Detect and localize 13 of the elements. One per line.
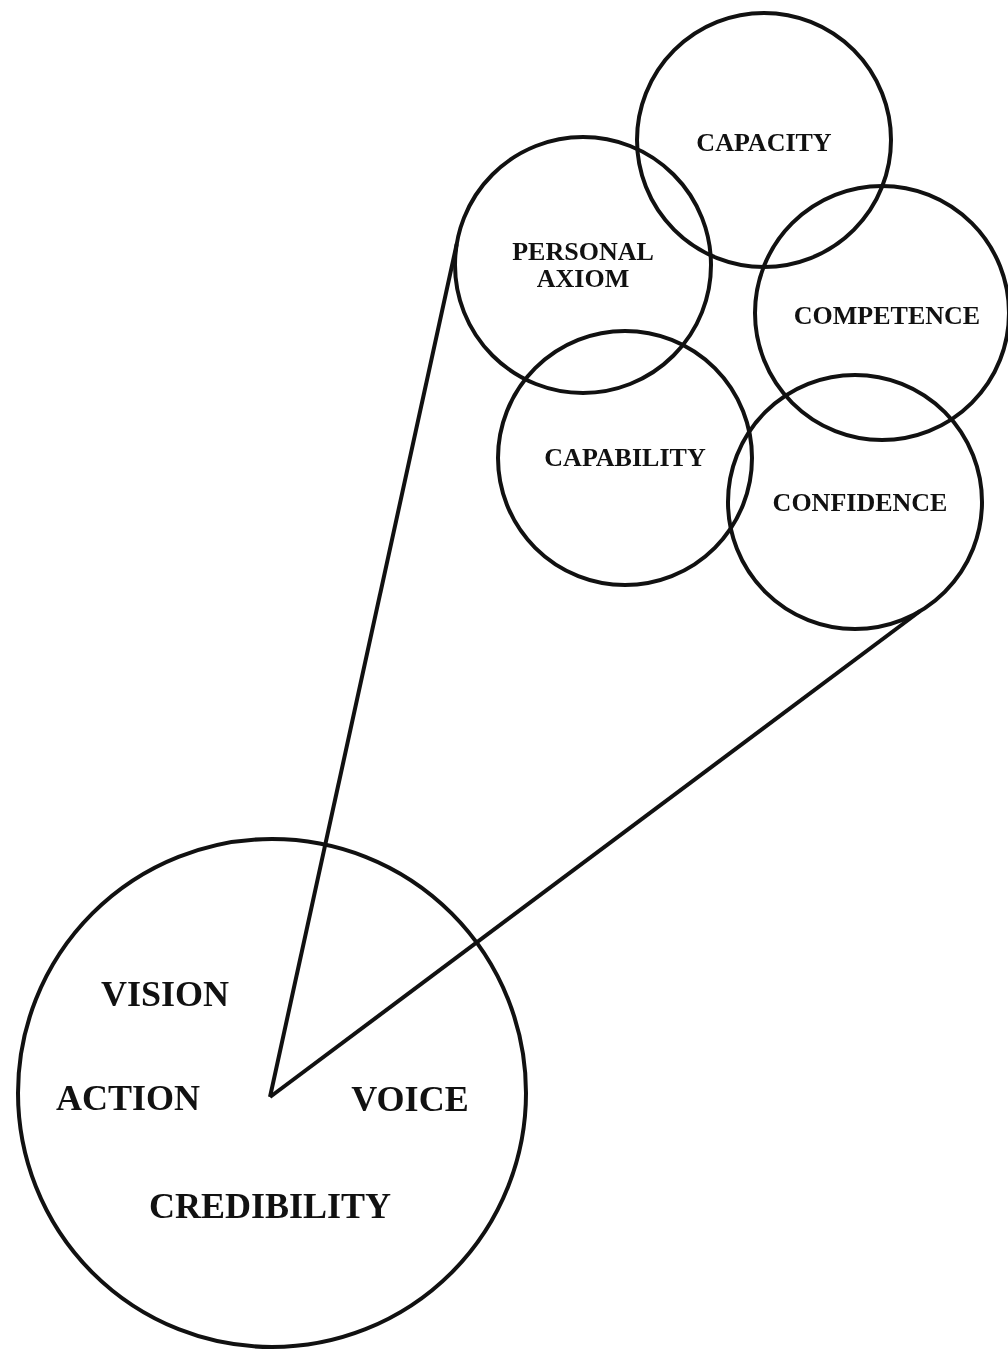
circle-label: VOICE xyxy=(351,1081,469,1119)
circle-label: CAPABILITY xyxy=(544,444,706,472)
circle-label: CONFIDENCE xyxy=(772,489,948,517)
circle xyxy=(726,373,984,631)
circle-label: VISION xyxy=(101,976,229,1014)
circle xyxy=(753,184,1008,442)
circle-label: CREDIBILITY xyxy=(148,1188,392,1226)
circle xyxy=(16,837,528,1349)
circle-label: CAPACITY xyxy=(696,129,832,157)
circle-label: ACTION xyxy=(56,1080,200,1118)
circle-label: COMPETENCE xyxy=(793,302,981,330)
circle xyxy=(496,329,754,587)
circle-label: PERSONAL AXIOM xyxy=(511,237,655,293)
